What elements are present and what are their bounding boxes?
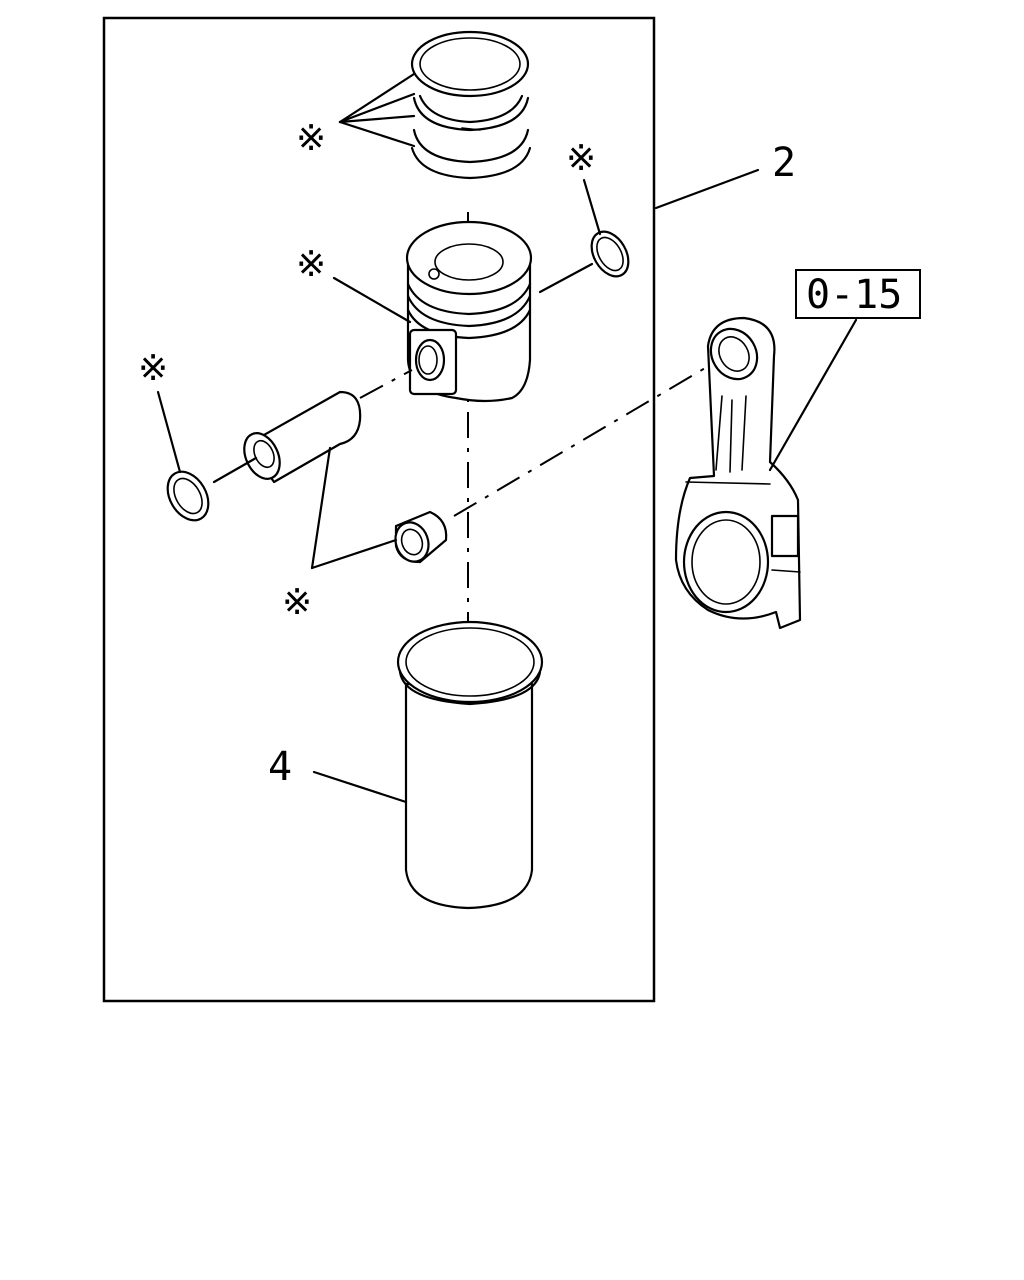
leader-pin-bushing bbox=[310, 446, 398, 570]
asterisk-pin-bushing: ※ bbox=[282, 582, 312, 623]
piston-rings bbox=[410, 30, 532, 180]
piston bbox=[405, 220, 533, 403]
leader-snap-left bbox=[156, 390, 182, 474]
leader-line-2 bbox=[654, 168, 760, 210]
callout-box-0-15 bbox=[795, 269, 921, 319]
asterisk-snap-right: ※ bbox=[566, 138, 596, 179]
leader-line-4 bbox=[312, 770, 408, 804]
piston-pin bbox=[243, 390, 362, 484]
asterisk-piston: ※ bbox=[296, 244, 326, 285]
snap-ring-right bbox=[590, 230, 630, 278]
leader-snap-right bbox=[582, 178, 602, 236]
callout-4: 4 bbox=[268, 744, 292, 790]
snap-right-axis bbox=[538, 262, 594, 294]
snap-ring-left bbox=[166, 470, 210, 522]
cylinder-liner bbox=[396, 620, 544, 910]
connecting-rod bbox=[674, 316, 802, 630]
callout-0-15: 0-15 bbox=[806, 272, 902, 318]
ring-leader-lines bbox=[338, 72, 416, 148]
bushing bbox=[394, 510, 448, 564]
assembly-frame bbox=[102, 16, 656, 1003]
leader-piston bbox=[332, 276, 412, 324]
asterisk-snap-left: ※ bbox=[138, 348, 168, 389]
callout-2: 2 bbox=[772, 140, 796, 186]
leader-connecting-rod bbox=[768, 318, 858, 472]
snap-left-axis bbox=[212, 456, 258, 484]
pin-axis bbox=[359, 369, 413, 399]
asterisk-rings: ※ bbox=[296, 118, 326, 159]
